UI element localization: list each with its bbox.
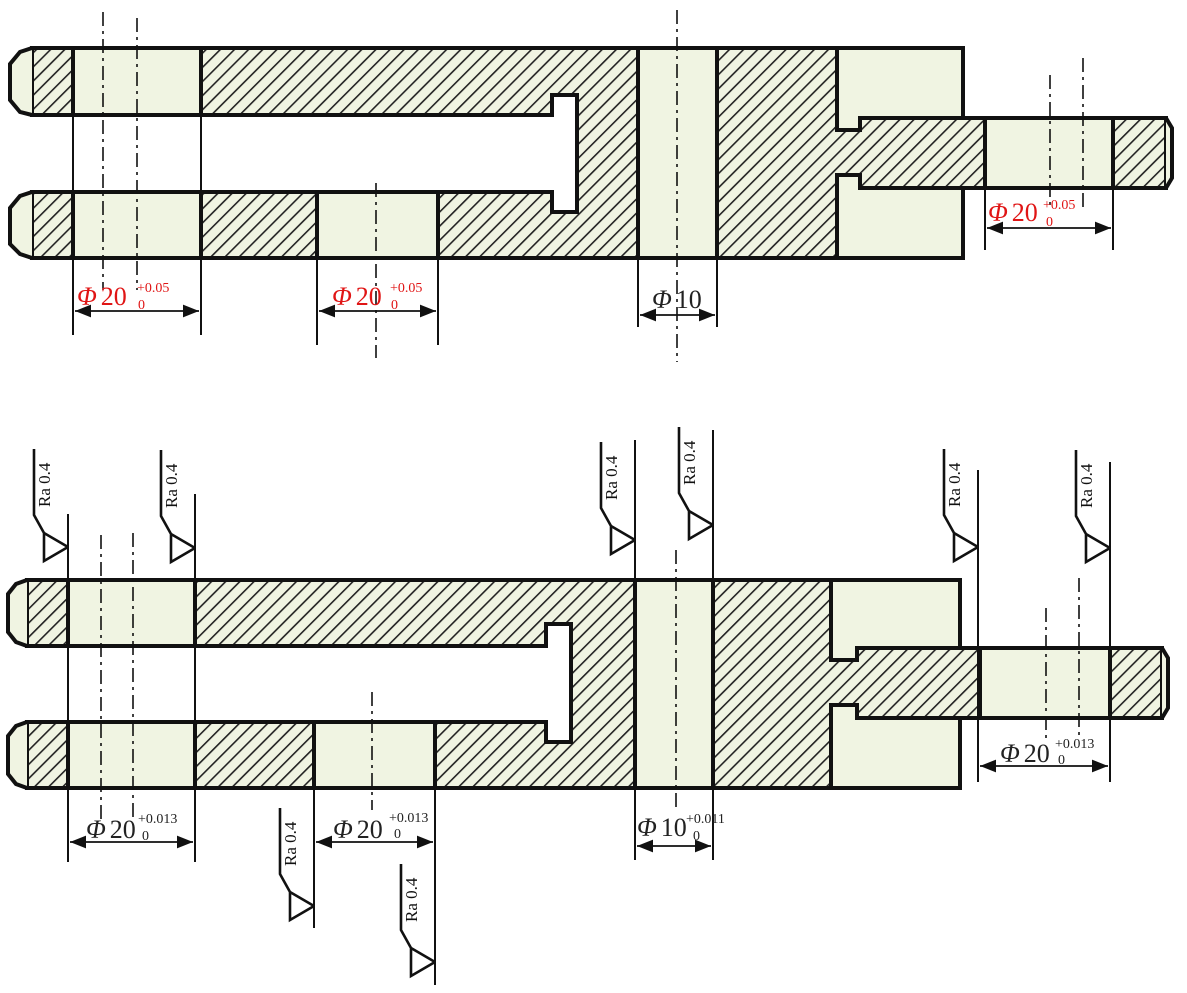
top-dim-1-lower: 0 (138, 298, 145, 313)
roughness-label: Ra 0.4 (35, 462, 54, 507)
roughness-symbol: Ra 0.4 (278, 808, 315, 923)
roughness-label: Ra 0.4 (680, 440, 699, 485)
roughness-symbols: Ra 0.4 Ra 0.4 Ra 0.4 Ra 0.4 Ra 0.4 Ra 0.4 Ra 0… (32, 427, 1111, 979)
bottom-chamfer-lower (6, 720, 28, 790)
top-dimension-lines (75, 221, 1111, 322)
bottom-dim-2-lower: 0 (394, 827, 401, 842)
bottom-dim-1-lower: 0 (142, 829, 149, 844)
bottom-dim-2-upper: +0.013 (389, 811, 428, 826)
top-dim-2-lower: 0 (391, 298, 398, 313)
top-dim-1-upper: +0.05 (137, 281, 169, 296)
bottom-dim-1-upper: +0.013 (138, 812, 177, 827)
roughness-mark (599, 442, 636, 557)
bottom-dim-3-upper: +0.011 (686, 812, 725, 827)
top-dim-2-upper: +0.05 (390, 281, 422, 296)
roughness-symbol: Ra 0.4 (599, 442, 636, 557)
roughness-label: Ra 0.4 (602, 455, 621, 500)
roughness-mark (677, 427, 714, 542)
roughness-mark (399, 864, 436, 979)
bottom-chamfer-right (1160, 646, 1170, 720)
bottom-bore-rod (978, 646, 1112, 720)
roughness-label: Ra 0.4 (162, 463, 181, 508)
top-dim-4-lower: 0 (1046, 215, 1053, 230)
bottom-dimension-lines (70, 759, 1108, 853)
roughness-mark (159, 450, 196, 565)
roughness-symbol: Ra 0.4 (942, 449, 979, 564)
roughness-symbol: Ra 0.4 (677, 427, 714, 542)
roughness-mark (1074, 450, 1111, 565)
bottom-dim-4-upper: +0.013 (1055, 737, 1094, 752)
bottom-bore-left-lower (66, 720, 197, 790)
top-chamfer-lower (8, 190, 33, 260)
bottom-bore-middle-lower (312, 720, 437, 790)
roughness-mark (32, 449, 69, 564)
bottom-bore-pin (633, 578, 715, 790)
roughness-symbol: Ra 0.4 (399, 864, 436, 979)
top-dim-4-upper: +0.05 (1043, 198, 1075, 213)
roughness-symbol: Ra 0.4 (32, 449, 69, 564)
bottom-extension-lines (67, 430, 1111, 985)
top-bore-middle-lower (315, 190, 440, 260)
top-block-upper (835, 46, 965, 132)
bottom-dim-3-lower: 0 (693, 829, 700, 844)
top-extension-lines (72, 115, 1114, 345)
top-block-lower (835, 173, 965, 260)
bottom-block-lower (829, 703, 962, 790)
roughness-label: Ra 0.4 (281, 821, 300, 866)
roughness-mark (278, 808, 315, 923)
bottom-dim-4-lower: 0 (1058, 753, 1065, 768)
bottom-block-upper (829, 578, 962, 662)
roughness-mark (942, 449, 979, 564)
roughness-symbol: Ra 0.4 (159, 450, 196, 565)
bottom-bore-left-upper (66, 578, 197, 648)
roughness-label: Ra 0.4 (1077, 463, 1096, 508)
top-centerlines (102, 10, 1084, 362)
roughness-label: Ra 0.4 (402, 877, 421, 922)
roughness-label: Ra 0.4 (945, 462, 964, 507)
top-chamfer-right (1164, 116, 1174, 190)
top-chamfer-upper (8, 46, 33, 117)
bottom-chamfer-upper (6, 578, 28, 648)
top-bore-rod (983, 116, 1115, 190)
bottom-centerlines (100, 533, 1080, 820)
roughness-symbol: Ra 0.4 (1074, 450, 1111, 565)
